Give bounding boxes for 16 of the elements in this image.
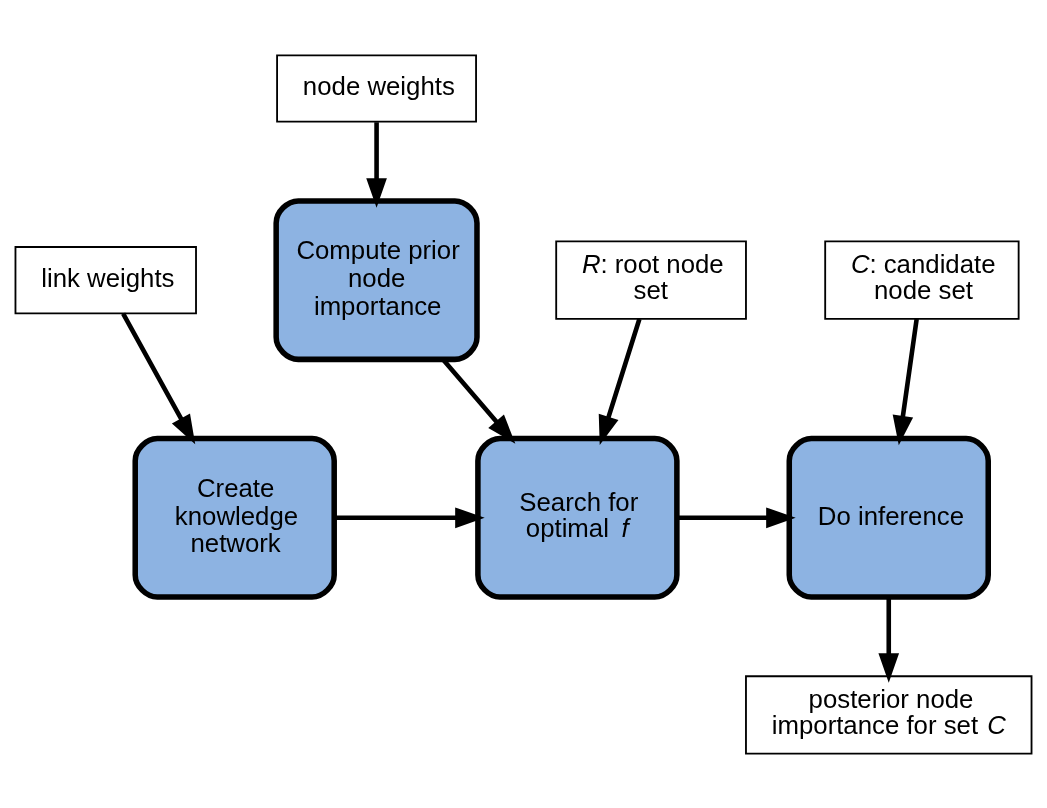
node-box: Search for optimal f [475,435,680,600]
arrow [334,506,485,528]
arrow [598,317,642,445]
arrow [366,121,387,208]
node-box: link weights [14,245,197,314]
node-box: Do inference [786,435,991,600]
node-box: R: root node set [555,240,747,320]
node-box: Compute prior node importance [273,197,480,362]
arrow [878,596,900,683]
node-box: Create knowledge network [132,435,337,600]
arrow [121,311,196,444]
node-box: C: candidate node set [824,240,1020,320]
node-box: posterior node importance for set C [745,674,1033,755]
node-box: node weights [276,53,477,123]
arrow [677,506,796,528]
arrow [892,318,919,445]
